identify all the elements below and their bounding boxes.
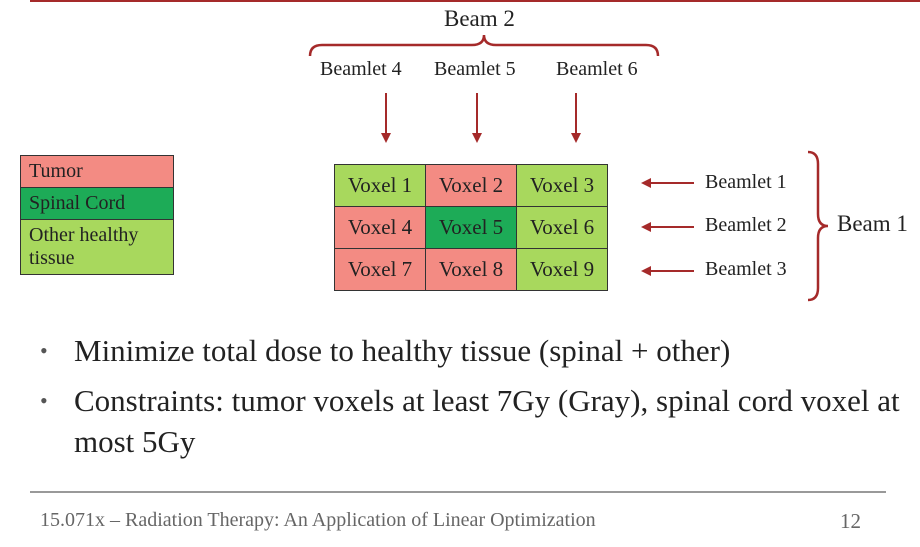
tissue-legend: Tumor Spinal Cord Other healthy tissue	[20, 155, 174, 275]
legend-other-healthy-tissue: Other healthy tissue	[21, 220, 173, 274]
voxel-7: Voxel 7	[334, 248, 426, 291]
voxel-1: Voxel 1	[334, 164, 426, 207]
voxel-5: Voxel 5	[425, 206, 517, 249]
beamlet2-label: Beamlet 2	[705, 214, 787, 236]
voxel-3: Voxel 3	[516, 164, 608, 207]
bullet-text-objective: Minimize total dose to healthy tissue (s…	[74, 333, 731, 368]
top-rule	[30, 0, 920, 2]
bullet-item: • Constraints: tumor voxels at least 7Gy…	[40, 380, 900, 462]
footer-course-title: 15.071x – Radiation Therapy: An Applicat…	[40, 509, 596, 531]
page-number: 12	[840, 509, 861, 533]
bullet-dot: •	[40, 388, 48, 413]
beam2-label: Beam 2	[444, 6, 515, 31]
beamlet6-label: Beamlet 6	[556, 58, 638, 80]
beamlet4-label: Beamlet 4	[320, 58, 402, 80]
beam1-brace	[807, 150, 829, 302]
voxel-2: Voxel 2	[425, 164, 517, 207]
beamlet5-label: Beamlet 5	[434, 58, 516, 80]
voxel-9: Voxel 9	[516, 248, 608, 291]
legend-spinal-cord: Spinal Cord	[21, 188, 173, 220]
footer-rule	[30, 491, 886, 493]
voxel-6: Voxel 6	[516, 206, 608, 249]
bullet-text-constraints: Constraints: tumor voxels at least 7Gy (…	[74, 383, 900, 459]
beamlet1-label: Beamlet 1	[705, 171, 787, 193]
bullet-item: • Minimize total dose to healthy tissue …	[40, 330, 900, 371]
legend-tumor: Tumor	[21, 156, 173, 188]
beamlet3-label: Beamlet 3	[705, 258, 787, 280]
bullet-list: • Minimize total dose to healthy tissue …	[40, 330, 900, 471]
beam2-brace	[308, 34, 660, 57]
voxel-grid: Voxel 1 Voxel 2 Voxel 3 Voxel 4 Voxel 5 …	[334, 164, 608, 291]
bullet-dot: •	[40, 338, 48, 363]
beam1-label: Beam 1	[837, 211, 908, 236]
voxel-8: Voxel 8	[425, 248, 517, 291]
voxel-4: Voxel 4	[334, 206, 426, 249]
